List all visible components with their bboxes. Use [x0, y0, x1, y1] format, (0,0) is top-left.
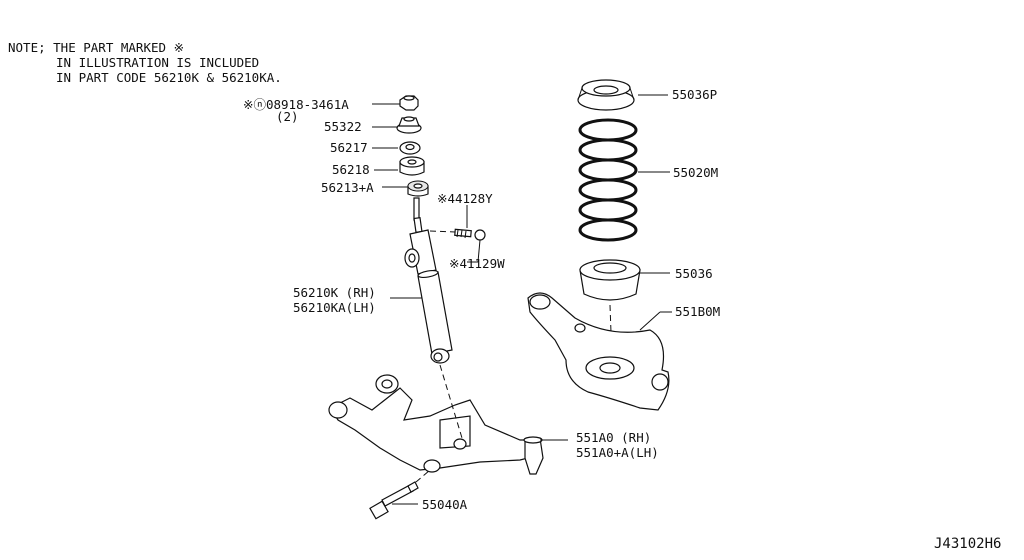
note-line-3: IN PART CODE 56210K & 56210KA. [56, 70, 282, 85]
label-56218: 56218 [332, 162, 370, 177]
diagram-code: J43102H6 [934, 536, 1001, 552]
part-41129W[interactable] [474, 229, 486, 241]
label-55036P: 55036P [672, 87, 717, 102]
label-55036: 55036 [675, 266, 713, 281]
part-551A0[interactable] [328, 374, 544, 475]
part-55036P[interactable] [577, 79, 635, 111]
part-56217[interactable] [399, 141, 421, 155]
label-shock-lh: 56210KA(LH) [293, 300, 376, 315]
note-line-2: IN ILLUSTRATION IS INCLUDED [56, 55, 259, 70]
label-arm-lh: 551A0+A(LH) [576, 445, 659, 460]
label-44128Y: ※44128Y [437, 191, 493, 206]
part-55040A[interactable] [369, 481, 419, 520]
label-shock-rh: 56210K (RH) [293, 285, 376, 300]
label-56217: 56217 [330, 140, 368, 155]
shock-absorber[interactable] [404, 197, 453, 364]
label-nut-qty: (2) [276, 109, 299, 124]
label-55020M: 55020M [673, 165, 718, 180]
label-55322: 55322 [324, 119, 362, 134]
label-551B0M: 551B0M [675, 304, 720, 319]
label-arm-rh: 551A0 (RH) [576, 430, 651, 445]
part-44128Y[interactable] [454, 228, 472, 239]
part-551B0M[interactable] [527, 292, 670, 411]
label-55040A: 55040A [422, 497, 468, 512]
part-55036[interactable] [579, 259, 641, 301]
part-55020M[interactable] [578, 118, 638, 242]
part-56213[interactable] [407, 180, 429, 197]
nut-part[interactable] [399, 95, 419, 111]
label-41129W: ※41129W [449, 256, 505, 271]
note-line-1: NOTE; THE PART MARKED ※ [8, 40, 184, 55]
label-nut: ※ⓝ08918-3461A [243, 97, 349, 112]
part-55322[interactable] [396, 116, 422, 134]
part-56218[interactable] [399, 156, 425, 176]
label-56213: 56213+A [321, 180, 374, 195]
